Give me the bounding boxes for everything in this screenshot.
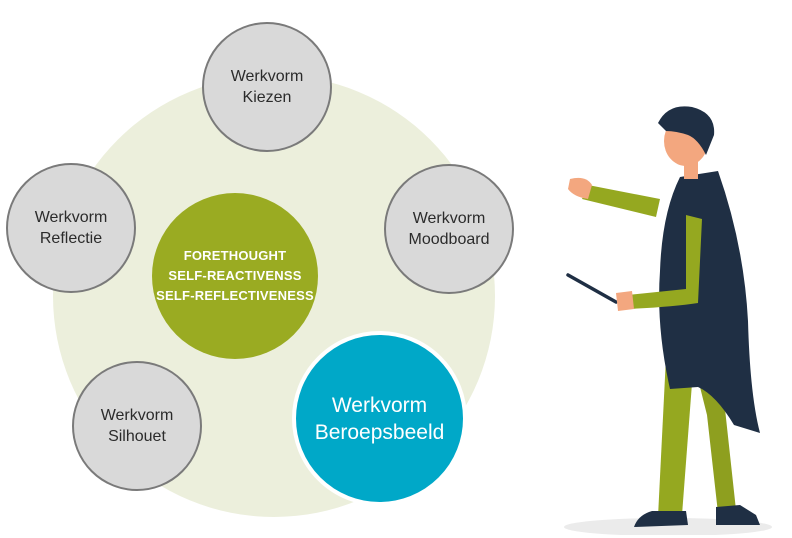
pointer-stick xyxy=(566,273,618,304)
node-werkvorm-beroepsbeeld[interactable]: Werkvorm Beroepsbeeld xyxy=(292,331,467,506)
shoe-back xyxy=(716,505,760,525)
arm-pointer xyxy=(628,215,702,309)
node-label-line1: Werkvorm xyxy=(34,209,108,226)
node-label-line2: Moodboard xyxy=(408,231,490,248)
node-werkvorm-silhouet[interactable]: Werkvorm Silhouet xyxy=(72,361,202,491)
arm-raised xyxy=(582,185,660,217)
presenter-figure xyxy=(564,106,772,535)
shoe-front xyxy=(634,511,688,527)
leg-front xyxy=(658,357,694,517)
center-label-forethought: FORETHOUGHT xyxy=(183,248,287,263)
center-label-self-reactivenss: SELF-REACTIVENSS xyxy=(168,268,302,283)
node-werkvorm-kiezen[interactable]: Werkvorm Kiezen xyxy=(202,22,332,152)
hand-pointer xyxy=(616,291,634,311)
cape xyxy=(659,171,760,433)
node-label-line1: Werkvorm xyxy=(331,393,428,417)
node-label-line1: Werkvorm xyxy=(230,68,304,85)
node-werkvorm-moodboard[interactable]: Werkvorm Moodboard xyxy=(384,164,514,294)
node-label-line2: Kiezen xyxy=(242,89,292,106)
center-label-self-reflectiveness: SELF-REFLECTIVENESS xyxy=(156,288,314,303)
node-werkvorm-reflectie[interactable]: Werkvorm Reflectie xyxy=(6,163,136,293)
hand-raised xyxy=(568,177,592,199)
node-label-line2: Beroepsbeeld xyxy=(314,420,445,444)
node-label-line2: Silhouet xyxy=(108,428,166,445)
node-label-line1: Werkvorm xyxy=(412,210,486,227)
node-label-line2: Reflectie xyxy=(39,230,103,247)
node-label-line1: Werkvorm xyxy=(100,407,174,424)
hair xyxy=(658,106,715,155)
leg-back xyxy=(694,363,736,513)
center-circle: FORETHOUGHT SELF-REACTIVENSS SELF-REFLEC… xyxy=(152,193,318,359)
